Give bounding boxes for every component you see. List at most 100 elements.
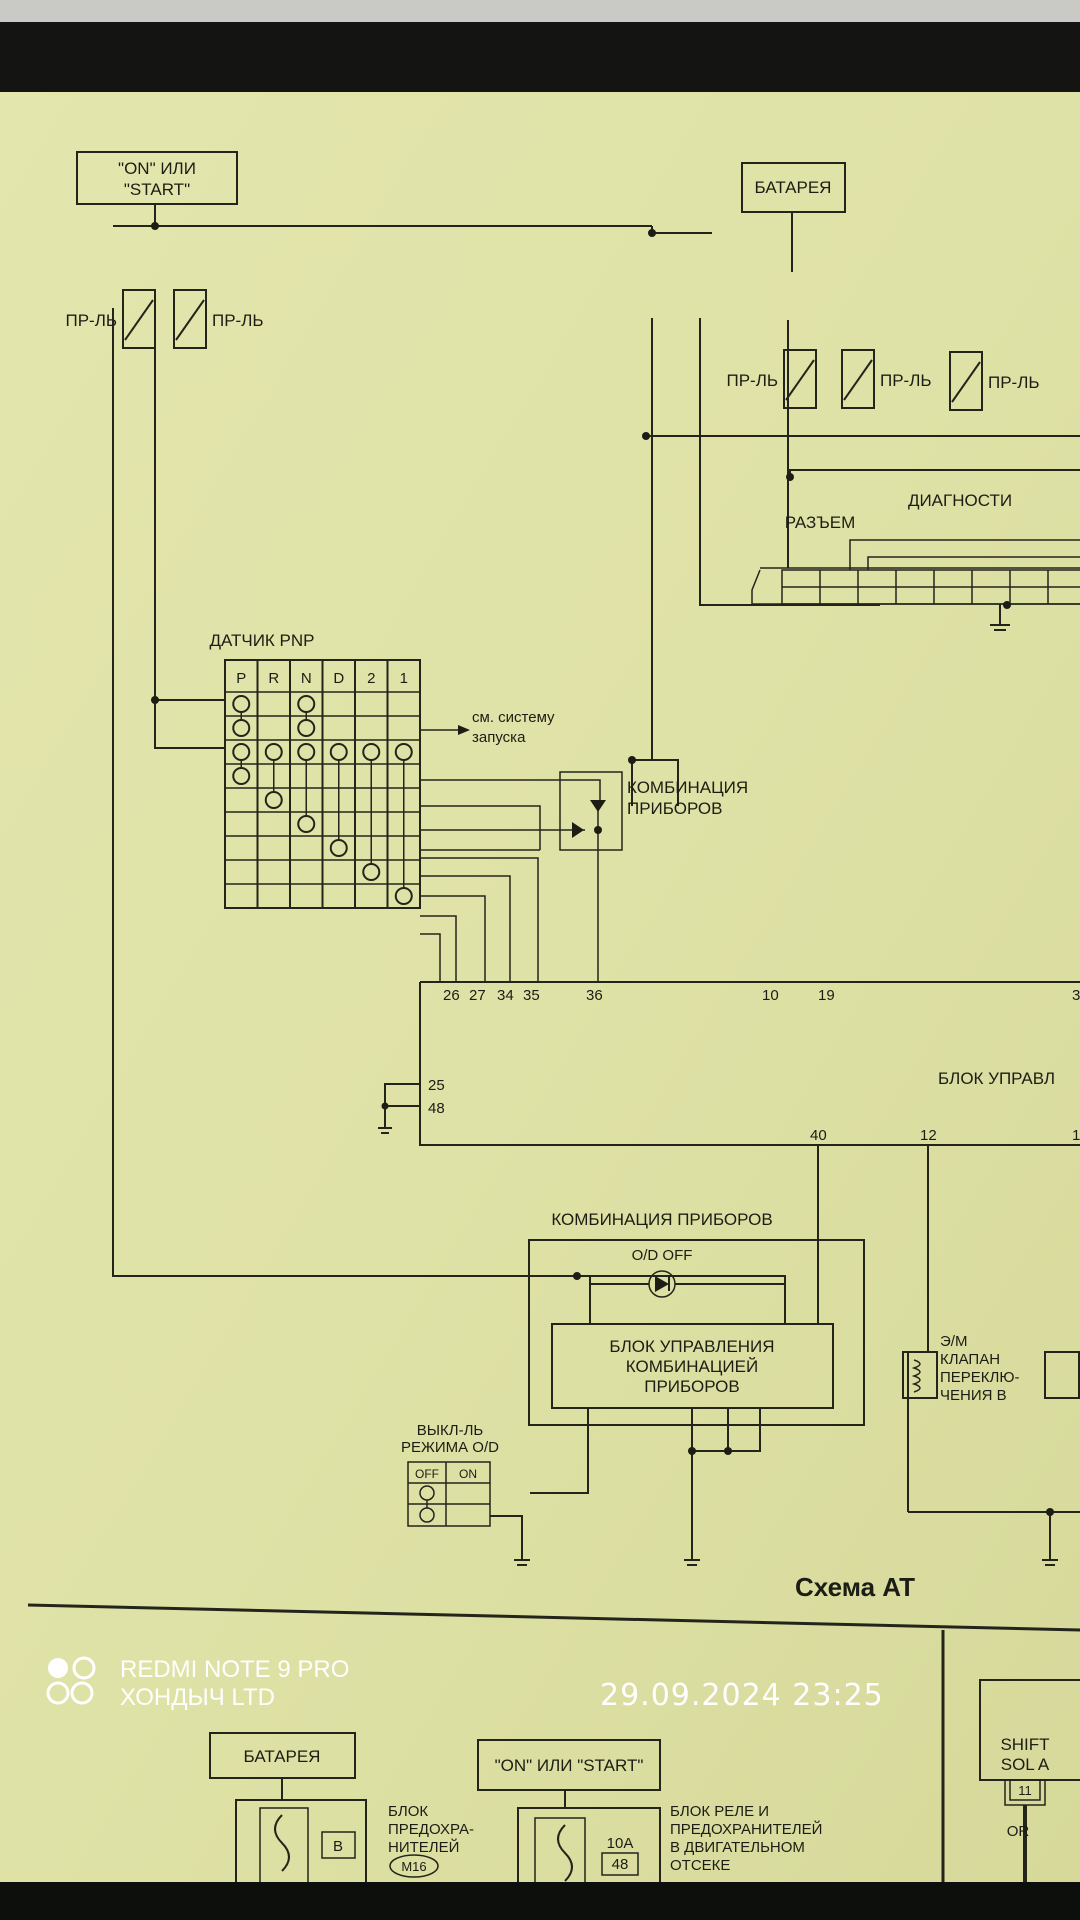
divider bbox=[27, 1603, 1080, 1885]
wall-strip bbox=[0, 0, 1080, 22]
camera-logo-icon bbox=[48, 1658, 68, 1678]
svg-text:26: 26 bbox=[443, 987, 460, 1004]
svg-text:ON: ON bbox=[459, 1467, 477, 1481]
fuse-icon bbox=[843, 359, 873, 401]
svg-text:БЛОК УПРАВЛ: БЛОК УПРАВЛ bbox=[938, 1069, 1055, 1088]
svg-text:БЛОК: БЛОК bbox=[388, 1803, 428, 1820]
fuse-icon bbox=[175, 299, 205, 341]
svg-text:ХОНДЫЧ LTD: ХОНДЫЧ LTD bbox=[120, 1684, 275, 1711]
svg-text:1: 1 bbox=[1072, 1127, 1080, 1144]
svg-text:РАЗЪЕМ: РАЗЪЕМ bbox=[785, 513, 856, 532]
svg-text:34: 34 bbox=[497, 987, 514, 1004]
fuse-label: ПР-ЛЬ bbox=[726, 371, 778, 390]
battery-box: БАТАРЕЯ bbox=[741, 162, 846, 213]
svg-text:КЛАПАН: КЛАПАН bbox=[940, 1351, 1000, 1368]
switch-contact bbox=[394, 743, 413, 905]
wire bbox=[631, 318, 1080, 806]
junction bbox=[642, 432, 650, 440]
fuse: ПР-ЛЬ bbox=[173, 289, 264, 349]
svg-text:ДИАГНОСТИ: ДИАГНОСТИ bbox=[908, 491, 1012, 510]
svg-text:КОМБИНАЦИЯ: КОМБИНАЦИЯ bbox=[627, 778, 748, 797]
junction bbox=[688, 1447, 696, 1455]
pnp-position-label: N bbox=[301, 670, 312, 687]
switch-contact bbox=[297, 743, 316, 833]
junction bbox=[151, 696, 159, 704]
svg-text:29.09.2024 23:25: 29.09.2024 23:25 bbox=[600, 1678, 884, 1713]
svg-text:ПРЕДОХРА-: ПРЕДОХРА- bbox=[388, 1821, 474, 1838]
svg-text:РЕЖИМА O/D: РЕЖИМА O/D bbox=[401, 1439, 499, 1456]
junction bbox=[151, 222, 159, 230]
svg-text:БЛОК УПРАВЛЕНИЯ: БЛОК УПРАВЛЕНИЯ bbox=[609, 1337, 774, 1356]
screen bbox=[0, 92, 1080, 1882]
junction bbox=[628, 756, 636, 764]
svg-text:48: 48 bbox=[428, 1100, 445, 1117]
svg-text:запуска: запуска bbox=[472, 729, 526, 746]
junction bbox=[786, 473, 794, 481]
fuse-icon bbox=[124, 299, 154, 341]
svg-text:27: 27 bbox=[469, 987, 486, 1004]
junction bbox=[724, 1447, 732, 1455]
svg-text:M16: M16 bbox=[401, 1859, 426, 1874]
svg-text:ПРЕДОХРАНИТЕЛЕЙ: ПРЕДОХРАНИТЕЛЕЙ bbox=[670, 1820, 822, 1838]
svg-text:ОТСЕКЕ: ОТСЕКЕ bbox=[670, 1857, 730, 1874]
diode-icon bbox=[590, 800, 606, 812]
ground-icon bbox=[1042, 1512, 1058, 1566]
switch-contact bbox=[232, 695, 251, 737]
svg-text:10: 10 bbox=[762, 987, 779, 1004]
fuse-label: ПР-ЛЬ bbox=[212, 311, 264, 330]
pnp-position-label: D bbox=[333, 670, 344, 687]
fuse-icon bbox=[951, 361, 981, 403]
svg-text:48: 48 bbox=[612, 1856, 629, 1873]
svg-text:В ДВИГАТЕЛЬНОМ: В ДВИГАТЕЛЬНОМ bbox=[670, 1839, 805, 1856]
svg-text:ЧЕНИЯ B: ЧЕНИЯ B bbox=[940, 1387, 1007, 1404]
svg-text:OR: OR bbox=[1007, 1823, 1030, 1840]
switch-contact bbox=[362, 743, 381, 881]
svg-text:O/D OFF: O/D OFF bbox=[632, 1247, 693, 1264]
svg-text:ПРИБОРОВ: ПРИБОРОВ bbox=[627, 799, 723, 818]
wire bbox=[420, 779, 601, 982]
junction bbox=[648, 229, 656, 237]
shift-solenoid-a: SHIFT SOL A 11 OR bbox=[979, 1679, 1080, 1890]
ground-icon bbox=[378, 1083, 420, 1134]
ignition-source-box: "ON" ИЛИ "START" bbox=[76, 151, 238, 205]
svg-text:"ON" ИЛИ: "ON" ИЛИ bbox=[118, 159, 196, 178]
junction bbox=[573, 1272, 581, 1280]
svg-text:"START": "START" bbox=[124, 180, 190, 199]
pnp-position-label: 1 bbox=[400, 670, 408, 687]
svg-text:ПЕРЕКЛЮ-: ПЕРЕКЛЮ- bbox=[940, 1369, 1020, 1386]
svg-text:ПРИБОРОВ: ПРИБОРОВ bbox=[644, 1377, 740, 1396]
arrow-right-icon bbox=[458, 725, 470, 735]
fuse-label: ПР-ЛЬ bbox=[880, 371, 932, 390]
wire bbox=[113, 204, 712, 234]
camera-watermark: REDMI NOTE 9 PRO ХОНДЫЧ LTD 29.09.2024 2… bbox=[46, 1656, 884, 1713]
svg-text:НИТЕЛЕЙ: НИТЕЛЕЙ bbox=[388, 1838, 459, 1856]
svg-text:3: 3 bbox=[1072, 987, 1080, 1004]
svg-text:"ON" ИЛИ "START": "ON" ИЛИ "START" bbox=[495, 1756, 644, 1775]
svg-text:19: 19 bbox=[818, 987, 835, 1004]
diode-icon bbox=[572, 822, 584, 838]
monitor-bezel bbox=[0, 22, 1080, 92]
coil-icon bbox=[1044, 1351, 1080, 1399]
coil-icon bbox=[902, 1351, 938, 1399]
junction bbox=[381, 1102, 389, 1110]
diagnostic-connector: ДИАГНОСТИ РАЗЪЕМ bbox=[751, 491, 1080, 631]
fuse-label: ПР-ЛЬ bbox=[988, 373, 1040, 392]
switch-contact bbox=[232, 743, 251, 785]
instrument-cluster: КОМБИНАЦИЯ ПРИБОРОВ O/D OFF БЛОК УПРАВЛЕ… bbox=[528, 1210, 865, 1426]
svg-text:БЛОК РЕЛЕ И: БЛОК РЕЛЕ И bbox=[670, 1803, 769, 1820]
switch-contact bbox=[297, 695, 316, 737]
fuse: ПР-ЛЬ bbox=[726, 349, 817, 409]
fuse-label: ПР-ЛЬ bbox=[65, 311, 117, 330]
wire bbox=[530, 1145, 819, 1566]
svg-text:36: 36 bbox=[586, 987, 603, 1004]
svg-text:11: 11 bbox=[1018, 1783, 1032, 1798]
control-unit: 26 27 34 35 36 10 19 3 25 48 БЛОК УПРАВЛ… bbox=[419, 981, 1080, 1146]
diagram-title: Схема AT bbox=[795, 1572, 915, 1602]
pnp-position-label: R bbox=[268, 670, 279, 687]
cluster-indicator-block: КОМБИНАЦИЯ ПРИБОРОВ bbox=[559, 771, 748, 851]
svg-text:35: 35 bbox=[523, 987, 540, 1004]
svg-text:БАТАРЕЯ: БАТАРЕЯ bbox=[755, 178, 832, 197]
svg-text:ВЫКЛ-ЛЬ: ВЫКЛ-ЛЬ bbox=[417, 1422, 484, 1439]
